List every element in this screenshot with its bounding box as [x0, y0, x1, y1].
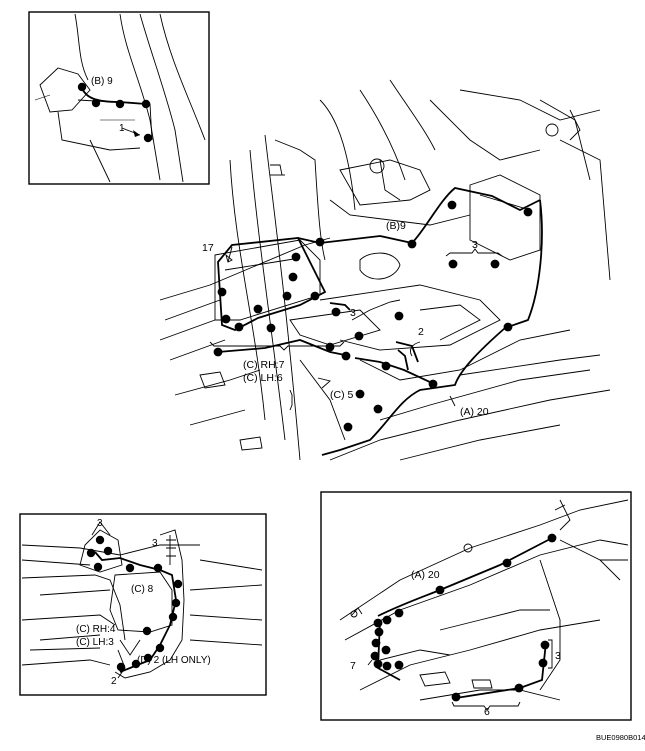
callout-1: 1: [119, 123, 125, 134]
callout-c-lh3: (C) LH:3: [76, 637, 114, 648]
inset-bottom-right-bracket: [548, 639, 553, 669]
inset-top-left-frame: [28, 11, 210, 185]
callout-a20: (A) 20: [460, 406, 489, 418]
inset-bottom-right-clips: [370, 533, 557, 702]
inset-top-left-linework: [34, 13, 206, 183]
callout-c-lh6: (C) LH:6: [243, 372, 283, 384]
inset-bottom-left-linework: [21, 529, 263, 679]
inset-bottom-right-bracket: [451, 701, 521, 711]
callout-3: 3: [555, 650, 561, 662]
callout-c8: (C) 8: [131, 584, 154, 595]
main-body-linework: [159, 79, 611, 461]
callout-b9: (B) 9: [91, 76, 113, 87]
callout-3: 3: [152, 538, 158, 549]
inset-top-left-clips: [77, 82, 153, 143]
callout-a20: (A) 20: [411, 569, 440, 581]
callout-c-rh4: (C) RH:4: [76, 624, 116, 635]
callout-3: 3: [350, 307, 356, 319]
inset-bottom-left-bracket: [91, 521, 111, 536]
inset-bottom-left-clips: [86, 535, 183, 672]
main-brackets: [209, 246, 503, 411]
inset-bottom-right-bracket: [367, 659, 373, 666]
callout-7: 7: [350, 660, 356, 672]
diagram-id: BUE0980B014: [596, 733, 645, 742]
inset-bottom-right-harness: [377, 537, 553, 617]
callout-c-rh7: (C) RH:7: [243, 359, 285, 371]
main-harness-lines: [217, 187, 543, 456]
inset-top-left-harness: [81, 87, 147, 105]
inset-bottom-right-frame: [320, 491, 632, 721]
callout-2: 2: [111, 676, 117, 687]
inset-bottom-left: 3 3 (C) 8 (C) RH:4 (C) LH:3 (D) 2 (LH ON…: [19, 513, 267, 696]
callout-2: 2: [418, 326, 424, 338]
main-view: (B)9 17 3 3 2 (C) RH:7 (C) LH:6 (C) 5 (A…: [159, 79, 611, 461]
inset-top-left: (B) 9 1: [28, 11, 210, 185]
arrow-head-icon: [133, 130, 140, 137]
callout-6: 6: [484, 706, 490, 718]
inset-bottom-right-linework: [339, 499, 629, 701]
callout-d2-lh-only: (D) 2 (LH ONLY): [137, 655, 211, 666]
callout-3: 3: [97, 518, 103, 529]
callout-17: 17: [202, 242, 214, 254]
callout-c5: (C) 5: [330, 389, 353, 401]
callout-3: 3: [472, 239, 478, 251]
inset-bottom-left-connector-icon: [166, 535, 176, 565]
inset-bottom-left-bracket: [119, 639, 141, 656]
inset-bottom-right: (A) 20 7 3 6: [320, 491, 632, 721]
inset-bottom-left-frame: [19, 513, 267, 696]
main-clips: [213, 200, 533, 432]
callout-b9: (B)9: [386, 220, 406, 232]
